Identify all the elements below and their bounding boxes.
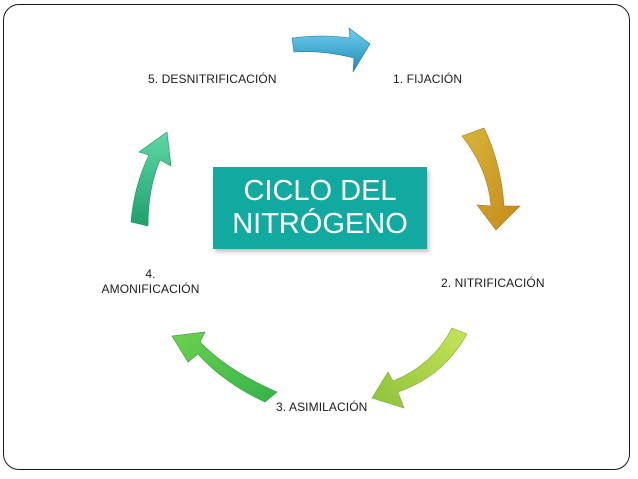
title-box: CICLO DEL NITRÓGENO [213, 167, 427, 249]
arrow-assimilation-to-ammonification [171, 331, 278, 403]
stage-label-fixation: 1. FIJACIÓN [393, 72, 463, 86]
stage-label-ammonification-number: 4. [145, 267, 156, 281]
stage-label-denitrification: 5. DESNITRIFICACIÓN [148, 72, 277, 86]
arrow-nitrification-to-assimilation [371, 327, 468, 409]
stage-label-ammonification-text: AMONIFICACIÓN [101, 282, 200, 296]
title-line-1: CICLO DEL [243, 175, 397, 207]
stage-label-assimilation: 3. ASIMILACIÓN [276, 400, 368, 414]
stage-label-ammonification: 4. AMONIFICACIÓN [99, 267, 202, 297]
arrow-ammonification-to-denitrification [130, 131, 172, 227]
arrow-fixation-to-nitrification [461, 127, 521, 231]
slide-frame [3, 4, 630, 470]
stage-label-nitrification: 2. NITRIFICACIÓN [441, 276, 545, 290]
arrow-denitrification-to-fixation [291, 27, 371, 73]
title-line-2: NITRÓGENO [232, 208, 408, 240]
